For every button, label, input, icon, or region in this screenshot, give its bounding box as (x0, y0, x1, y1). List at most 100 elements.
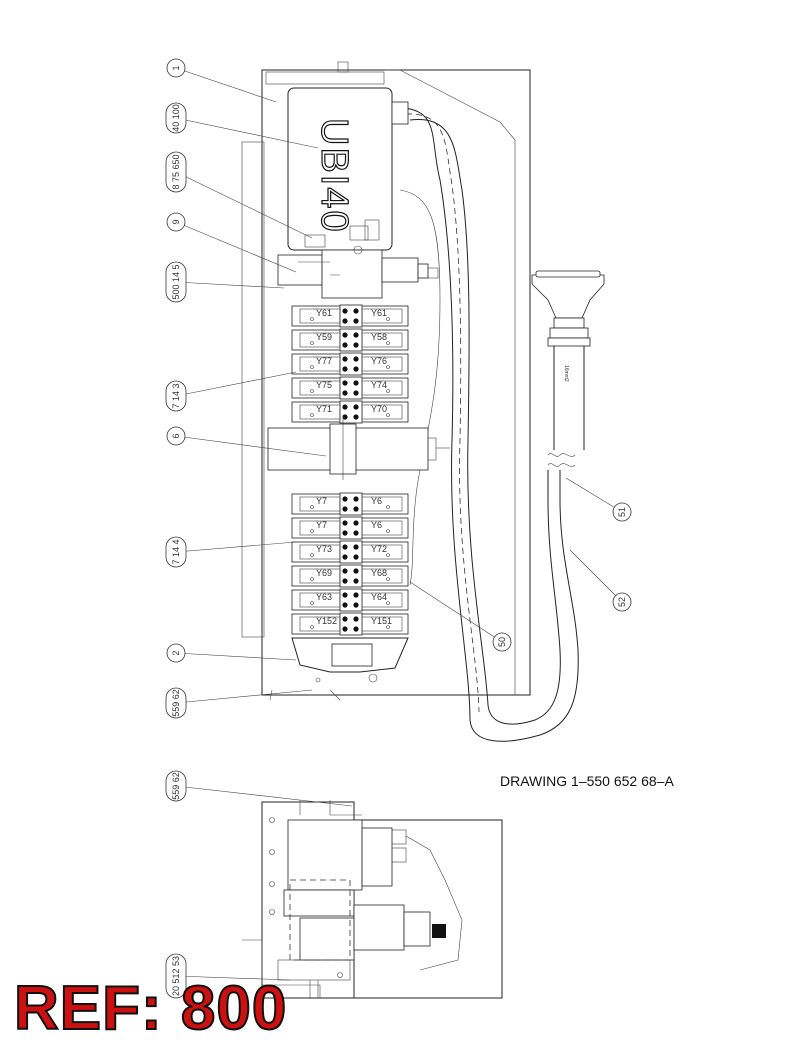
lower-valve-right-label: Y6 (371, 520, 382, 530)
bolt-icon (342, 544, 348, 550)
detail-view (242, 800, 503, 999)
callout-c8: 7 14 4 (165, 536, 297, 568)
bolt-icon (342, 390, 348, 396)
upper-valve-right-label: Y58 (371, 332, 387, 342)
callout-c1: 1 (166, 58, 277, 103)
callout-c11: 51 (565, 477, 632, 522)
bolt-icon (353, 342, 359, 348)
lower-valve-left-label: Y69 (316, 568, 332, 578)
callout-label: 20 512 53 (171, 956, 181, 996)
bolt-icon (342, 506, 348, 512)
lower-valve-right-label: Y151 (371, 616, 392, 626)
callout-c9: 2 (166, 643, 297, 663)
upper-valve-row: Y61 Y61 (291, 304, 409, 328)
bolt-icon (342, 414, 348, 420)
callout-label: 7 14 3 (171, 383, 181, 408)
bolt-icon (353, 616, 359, 622)
bolt-icon (342, 342, 348, 348)
drawing-number: DRAWING 1–550 652 68–A (500, 773, 674, 789)
bolt-icon (342, 616, 348, 622)
lower-valve-left-label: Y63 (316, 592, 332, 602)
upper-valve-left-label: Y77 (316, 356, 332, 366)
bolt-icon (342, 530, 348, 536)
upper-valve-row: Y77 Y76 (291, 352, 409, 376)
ref-label: REF: 800 (13, 974, 288, 1043)
upper-valve-row: Y75 Y74 (291, 376, 409, 400)
bolt-icon (353, 332, 359, 338)
callout-label: 40 100 (171, 104, 181, 132)
lower-valve-row: Y63 Y64 (291, 588, 409, 612)
hose-tag: 16mm2 (563, 365, 569, 382)
callout-c2: 40 100 (165, 102, 319, 149)
callout-label: 7 14 4 (171, 539, 181, 564)
bolt-icon (353, 554, 359, 560)
upper-valve-right-label: Y70 (371, 404, 387, 414)
bolt-icon (353, 414, 359, 420)
bolt-icon (353, 568, 359, 574)
bolt-icon (353, 356, 359, 362)
callout-label: 50 (497, 637, 507, 647)
callout-label: 51 (617, 507, 627, 517)
bolt-icon (342, 332, 348, 338)
bolt-icon (353, 602, 359, 608)
bolt-icon (353, 626, 359, 632)
upper-valve-left-label: Y71 (316, 404, 332, 414)
callout-label: 2 (171, 650, 181, 655)
upper-valve-left-label: Y61 (316, 308, 332, 318)
bolt-icon (342, 308, 348, 314)
bolt-icon (353, 308, 359, 314)
bottom-collector (291, 637, 409, 683)
main-panel (241, 69, 531, 701)
callout-label: 1 (171, 65, 181, 70)
bolt-icon (342, 356, 348, 362)
bolt-icon (353, 544, 359, 550)
bolt-icon (342, 568, 348, 574)
bolt-icon (342, 626, 348, 632)
hose-assembly: 16mm2 (399, 107, 605, 742)
callout-label: 559 62 (171, 772, 181, 800)
callout-c13: 50 (409, 581, 512, 652)
lower-valve-row: Y7 Y6 (291, 516, 409, 540)
bolt-icon (353, 506, 359, 512)
upper-valve-left-label: Y59 (316, 332, 332, 342)
callout-label: 500 14 5 (171, 264, 181, 299)
callout-label: 6 (171, 433, 181, 438)
callout-c5: 500 14 5 (165, 261, 285, 303)
callout-c4: 9 (166, 212, 297, 273)
lower-valve-right-label: Y68 (371, 568, 387, 578)
callout-c10: 559 62 (165, 687, 313, 719)
lower-valve-row: Y69 Y68 (291, 564, 409, 588)
bolt-icon (342, 520, 348, 526)
upper-valve-right-label: Y76 (371, 356, 387, 366)
callout-c7: 6 (166, 426, 327, 457)
callout-label: 559 62 (171, 689, 181, 717)
bolt-icon (353, 404, 359, 410)
upper-block: UBI40 (277, 61, 439, 299)
lower-valve-row: Y152 Y151 (291, 612, 409, 636)
lower-valve-left-label: Y152 (316, 616, 337, 626)
upper-valve-right-label: Y61 (371, 308, 387, 318)
lower-valve-left-label: Y7 (316, 496, 327, 506)
lower-valve-right-label: Y72 (371, 544, 387, 554)
callout-c12: 52 (569, 549, 632, 612)
bolt-icon (353, 390, 359, 396)
upper-valve-left-label: Y75 (316, 380, 332, 390)
bolt-icon (342, 554, 348, 560)
bolt-icon (353, 578, 359, 584)
callout-c3: 8 75 650 (165, 151, 313, 239)
bolt-icon (342, 380, 348, 386)
upper-valve-right-label: Y74 (371, 380, 387, 390)
bolt-icon (342, 404, 348, 410)
upper-valve-row: Y71 Y70 (291, 400, 409, 424)
bolt-icon (353, 366, 359, 372)
bolt-icon (342, 602, 348, 608)
lower-valve-right-label: Y64 (371, 592, 387, 602)
lower-valve-left-label: Y7 (316, 520, 327, 530)
bolt-icon (342, 496, 348, 502)
